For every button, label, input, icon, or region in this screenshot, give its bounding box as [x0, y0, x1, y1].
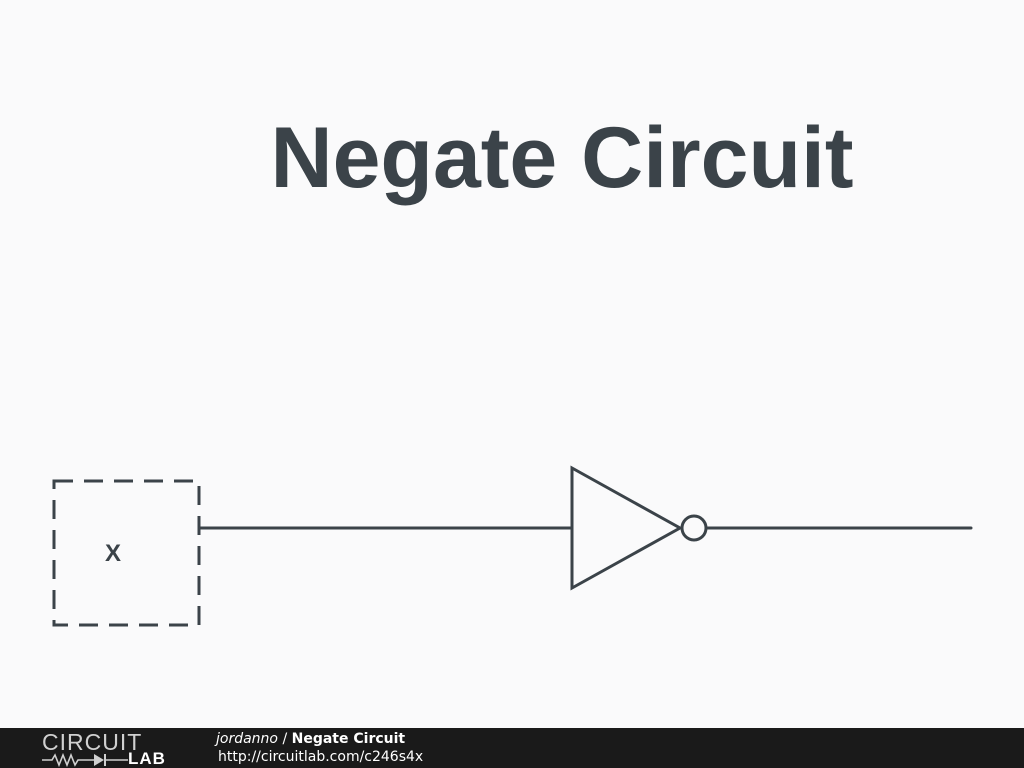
not-gate[interactable]: [570, 465, 684, 591]
circuitlab-logo[interactable]: CIRCUIT LAB: [42, 730, 177, 768]
page-title: Negate Circuit: [270, 110, 854, 206]
circuit-schematic: X: [52, 465, 973, 627]
circuit-name[interactable]: Negate Circuit: [291, 731, 406, 747]
author-name[interactable]: jordanno: [216, 731, 278, 747]
not-gate-bubble: [680, 514, 708, 542]
input-port-box[interactable]: [52, 479, 201, 627]
resistor-diode-icon: [42, 752, 128, 767]
circuit-url-link[interactable]: http://circuitlab.com/c246s4x: [218, 749, 424, 765]
logo-bottom-text: LAB: [128, 749, 166, 768]
footer-attribution: jordanno / Negate Circuit: [216, 730, 405, 748]
separator: /: [278, 731, 292, 747]
input-port-label: X: [105, 540, 121, 567]
footer-bar: CIRCUIT LAB jordanno / Negate Circuit ht…: [0, 728, 1024, 768]
logo-top-text: CIRCUIT: [42, 729, 143, 755]
